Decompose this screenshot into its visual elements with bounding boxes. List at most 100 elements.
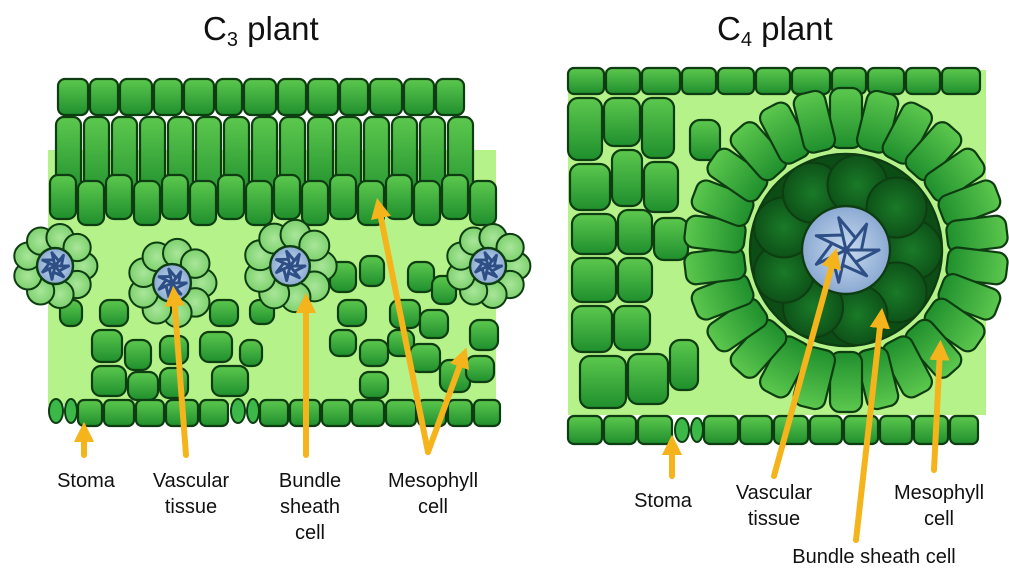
epidermis-cell bbox=[260, 400, 288, 426]
epidermis-cell bbox=[184, 79, 214, 115]
c4-lower-epidermis bbox=[568, 416, 978, 444]
epidermis-cell bbox=[154, 79, 182, 115]
c3-bundle-sheath-label: Bundle sheath cell bbox=[272, 468, 348, 546]
epidermis-cell bbox=[352, 400, 384, 426]
epidermis-cell bbox=[244, 79, 276, 115]
c3-lower-epidermis bbox=[49, 399, 500, 426]
spongy-cell bbox=[410, 344, 440, 372]
epidermis-cell bbox=[844, 416, 878, 444]
epidermis-cell bbox=[322, 400, 350, 426]
spongy-cell bbox=[210, 300, 238, 326]
palisade-cell bbox=[302, 181, 328, 225]
c3-stoma-label: Stoma bbox=[50, 468, 122, 494]
palisade-cell bbox=[218, 175, 244, 219]
spongy-cell bbox=[470, 320, 498, 350]
spongy-cell bbox=[200, 332, 232, 362]
palisade-cell bbox=[190, 181, 216, 225]
mesophyll-cell bbox=[570, 164, 610, 210]
epidermis-cell bbox=[756, 68, 790, 94]
palisade-cell bbox=[246, 181, 272, 225]
epidermis-cell bbox=[120, 79, 152, 115]
spongy-cell bbox=[125, 340, 151, 370]
epidermis-cell bbox=[942, 68, 980, 94]
c3-title: C3 plant bbox=[203, 10, 319, 52]
c4-vascular-label: Vascular tissue bbox=[728, 480, 820, 532]
epidermis-cell bbox=[340, 79, 368, 115]
mesophyll-cell bbox=[618, 258, 652, 302]
spongy-cell bbox=[160, 336, 188, 364]
mesophyll-cell bbox=[568, 98, 602, 160]
c4-bundle-sheath-label: Bundle sheath cell bbox=[770, 544, 978, 570]
epidermis-cell bbox=[58, 79, 88, 115]
guard-cell bbox=[231, 399, 245, 423]
mesophyll-cell bbox=[654, 218, 688, 260]
guard-cell bbox=[691, 418, 703, 442]
spongy-cell bbox=[360, 340, 388, 366]
epidermis-cell bbox=[278, 79, 306, 115]
c4-title: C4 plant bbox=[717, 10, 833, 52]
mesophyll-cell bbox=[670, 340, 698, 390]
palisade-cell bbox=[330, 175, 356, 219]
mesophyll-cell bbox=[614, 306, 650, 350]
epidermis-cell bbox=[474, 400, 500, 426]
epidermis-cell bbox=[568, 68, 604, 94]
spongy-cell bbox=[92, 330, 122, 362]
epidermis-cell bbox=[740, 416, 772, 444]
mesophyll-cell bbox=[580, 356, 626, 408]
epidermis-cell bbox=[136, 400, 164, 426]
mesophyll-cell bbox=[644, 162, 678, 212]
epidermis-cell bbox=[448, 400, 472, 426]
spongy-cell bbox=[92, 366, 126, 396]
spongy-cell bbox=[420, 310, 448, 338]
epidermis-cell bbox=[868, 68, 904, 94]
epidermis-cell bbox=[906, 68, 940, 94]
palisade-cell bbox=[414, 181, 440, 225]
epidermis-cell bbox=[606, 68, 640, 94]
epidermis-cell bbox=[386, 400, 416, 426]
palisade-cell bbox=[470, 181, 496, 225]
spongy-cell bbox=[240, 340, 262, 366]
palisade-cell bbox=[274, 175, 300, 219]
c3-leaf bbox=[14, 79, 530, 426]
epidermis-cell bbox=[642, 68, 680, 94]
spongy-cell bbox=[128, 372, 158, 400]
epidermis-cell bbox=[78, 400, 102, 426]
palisade-cell bbox=[162, 175, 188, 219]
epidermis-cell bbox=[436, 79, 464, 115]
spongy-cell bbox=[338, 300, 366, 326]
mesophyll-cell bbox=[642, 98, 674, 158]
mesophyll-cell bbox=[604, 98, 640, 146]
spongy-cell bbox=[466, 356, 494, 382]
epidermis-cell bbox=[216, 79, 242, 115]
mesophyll-cell bbox=[572, 258, 616, 302]
c3-vascular-label: Vascular tissue bbox=[146, 468, 236, 520]
palisade-cell bbox=[50, 175, 76, 219]
spongy-cell bbox=[360, 256, 384, 286]
spongy-cell bbox=[330, 330, 356, 356]
c4-upper-epidermis bbox=[568, 68, 980, 94]
mesophyll-cell bbox=[612, 150, 642, 206]
epidermis-cell bbox=[682, 68, 716, 94]
epidermis-cell bbox=[914, 416, 948, 444]
epidermis-cell bbox=[880, 416, 912, 444]
epidermis-cell bbox=[308, 79, 338, 115]
spongy-cell bbox=[212, 366, 248, 396]
palisade-cell bbox=[106, 175, 132, 219]
c4-leaf bbox=[568, 68, 1009, 444]
epidermis-cell bbox=[568, 416, 602, 444]
epidermis-cell bbox=[370, 79, 402, 115]
mesophyll-cell bbox=[618, 210, 652, 254]
mesophyll-cell bbox=[572, 214, 616, 254]
c3-upper-epidermis bbox=[58, 79, 464, 115]
epidermis-cell bbox=[604, 416, 636, 444]
palisade-cell bbox=[78, 181, 104, 225]
epidermis-cell bbox=[638, 416, 672, 444]
epidermis-cell bbox=[404, 79, 434, 115]
c3-palisade-layer bbox=[50, 117, 496, 225]
epidermis-cell bbox=[704, 416, 738, 444]
c4-mesophyll-label: Mesophyll cell bbox=[884, 480, 994, 532]
spongy-cell bbox=[100, 300, 128, 326]
palisade-cell bbox=[386, 175, 412, 219]
c3-mesophyll-label: Mesophyll cell bbox=[378, 468, 488, 520]
